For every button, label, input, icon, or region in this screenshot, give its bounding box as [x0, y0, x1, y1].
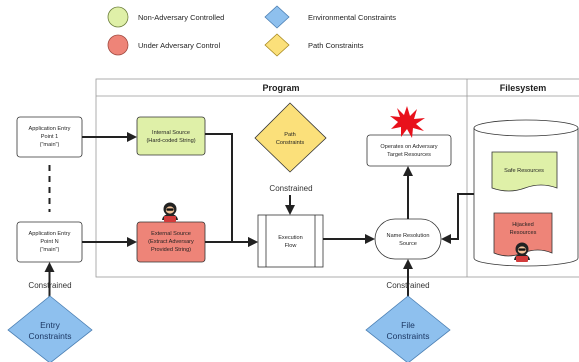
path-constrained-label: Constrained	[269, 184, 312, 193]
entry-point-n-box: Application Entry Point N ("main")	[16, 221, 83, 263]
hacker-icon	[162, 202, 178, 222]
operates-line1: Operates on Adversary	[380, 144, 437, 150]
entry-constraints-diamond: Entry Constraints	[7, 295, 93, 362]
internal-source-line1: Internal Source	[152, 130, 190, 136]
entry-point-n-line3: ("main")	[40, 247, 60, 253]
entry-point-n-line2: Point N	[40, 239, 58, 245]
entry-point-n-line1: Application Entry	[29, 231, 71, 237]
legend-under-adversary-label: Under Adversary Control	[138, 41, 220, 50]
legend-yellow-swatch	[264, 33, 290, 57]
execution-flow-line1: Execution	[278, 235, 303, 241]
execution-flow-line2: Flow	[285, 243, 298, 249]
external-source-line3: Provided String)	[151, 247, 191, 253]
file-constrained-label: Constrained	[386, 281, 429, 290]
path-constraints-line1: Path	[284, 132, 296, 138]
internal-source-line2: (Hard-coded String)	[146, 138, 195, 144]
hijacked-resources-line2: Resources	[510, 230, 537, 236]
filesystem-header: Filesystem	[500, 83, 547, 93]
program-header: Program	[262, 83, 299, 93]
arrow-internal-to-execution	[205, 133, 258, 247]
name-resolution-source-node: Name Resolution Source	[374, 218, 442, 260]
external-source-box: External Source (Extract Adversary Provi…	[136, 221, 206, 263]
legend-green-swatch	[107, 6, 129, 28]
entry-point-1-line2: Point 1	[41, 134, 58, 140]
safe-resources-document: Safe Resources	[491, 151, 558, 192]
legend-blue-swatch	[264, 5, 290, 29]
entry-point-1-line3: ("main")	[40, 142, 60, 148]
connectors	[44, 132, 474, 300]
path-constraints-diamond: Path Constraints	[254, 102, 327, 173]
entry-point-1-line1: Application Entry	[29, 126, 71, 132]
file-constraints-line2: Constraints	[387, 331, 430, 341]
operates-line2: Target Resources	[387, 152, 431, 158]
file-constraints-line1: File	[401, 320, 415, 330]
legend-environmental-label: Environmental Constraints	[308, 13, 396, 22]
internal-source-box: Internal Source (Hard-coded String)	[136, 116, 206, 156]
program-filesystem-frame: Program Filesystem	[95, 78, 579, 278]
explosion-icon	[390, 106, 425, 138]
entry-constrained-label: Constrained	[28, 281, 71, 290]
safe-resources-label: Safe Resources	[504, 168, 544, 174]
external-source-line2: (Extract Adversary	[148, 239, 194, 245]
entry-constraints-line1: Entry	[40, 320, 61, 330]
file-constraints-diamond: File Constraints	[365, 295, 451, 362]
operates-on-target-resources-box: Operates on Adversary Target Resources	[366, 134, 452, 167]
legend-path-constraints-label: Path Constraints	[308, 41, 364, 50]
legend: Non-Adversary Controlled Environmental C…	[107, 5, 396, 57]
legend-red-swatch	[107, 34, 129, 56]
external-source-line1: External Source	[151, 231, 191, 237]
entry-constraints-line2: Constraints	[29, 331, 72, 341]
execution-flow-box: Execution Flow	[257, 214, 324, 268]
path-constraints-line2: Constraints	[276, 140, 304, 146]
name-resolution-line2: Source	[399, 241, 417, 247]
entry-point-1-box: Application Entry Point 1 ("main")	[16, 116, 83, 158]
hijacked-resources-line1: Hijacked	[512, 222, 533, 228]
legend-non-adversary-label: Non-Adversary Controlled	[138, 13, 224, 22]
name-resolution-line1: Name Resolution	[387, 233, 430, 239]
arrow-filesystem-to-resolution	[441, 193, 474, 244]
